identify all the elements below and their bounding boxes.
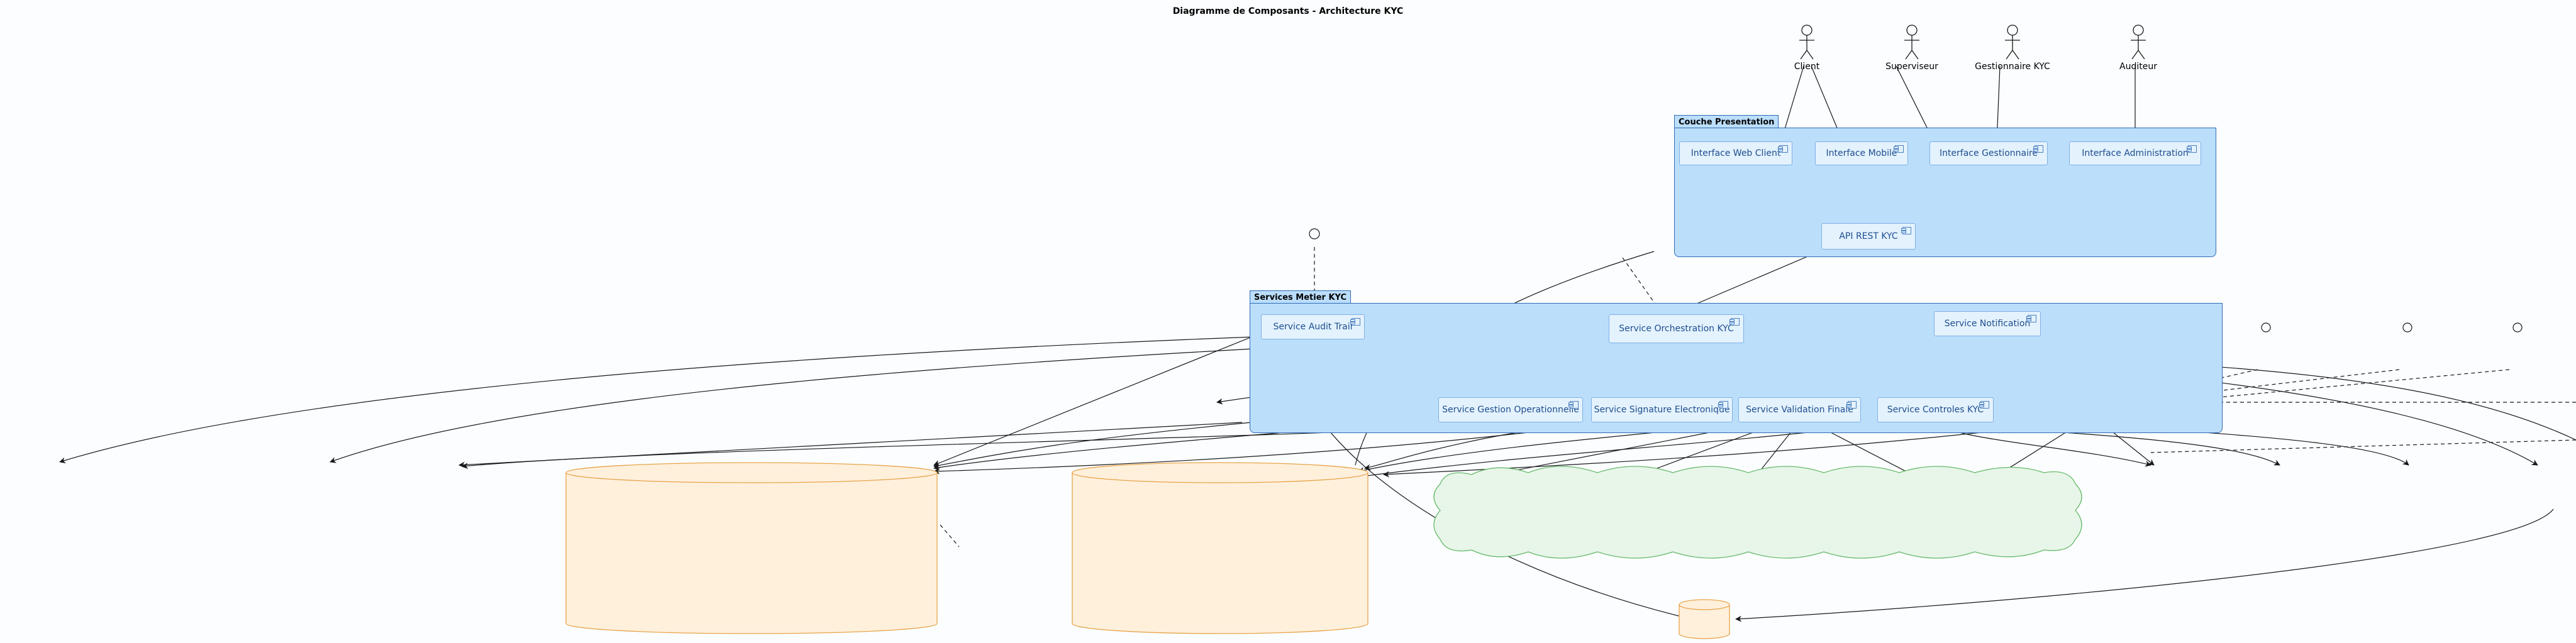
comp-api-rest-kyc[interactable]: API REST KYC [1821,223,1916,250]
actor-client-figure [1799,25,1814,60]
edge-traces [933,326,1277,466]
actor-superviseur-figure [1904,25,1919,60]
package-metier-title: Services Metier KYC [1250,290,1352,304]
edge-note-bdd [940,524,960,547]
comp-interface-administration[interactable]: Interface Administration [2069,141,2201,165]
iface-audit-circle [1309,228,1320,239]
comp-interface-gestionnaire[interactable]: Interface Gestionnaire [1929,141,2048,165]
comp-interface-mobile[interactable]: Interface Mobile [1815,141,1908,165]
cloud-externes [1433,466,2082,559]
db-kyc-top [565,462,938,483]
package-presentation-title: Couche Presentation [1674,115,1779,129]
actor-auditeur[interactable]: Auditeur [2119,62,2157,72]
db-ged-top [1072,462,1368,483]
edge-decisions [933,422,1611,475]
edge-signature-iface [2094,369,2400,408]
comp-service-gestion-operationnelle[interactable]: Service Gestion Operationnelle [1438,397,1583,422]
db-kyc-body [565,473,938,634]
edge-cache-etats [1735,508,2554,622]
actor-client[interactable]: Client [1794,62,1820,72]
edge-stockage [1383,422,2070,478]
cache-body [1679,605,1730,639]
iface-gestion-circle [2261,322,2271,332]
comp-service-audit-trail[interactable]: Service Audit Trail [1261,314,1365,339]
comp-service-validation-finale[interactable]: Service Validation Finale [1738,397,1861,422]
actor-auditeur-figure [2131,25,2146,60]
db-ged-body [1072,473,1368,634]
comp-service-signature-electronique[interactable]: Service Signature Electronique [1591,397,1733,422]
actor-superviseur[interactable]: Superviseur [1885,62,1938,72]
iface-signature-circle [2402,322,2412,332]
cache-top [1679,599,1730,610]
comp-interface-web-client[interactable]: Interface Web Client [1679,141,1792,165]
iface-validation-circle [2512,322,2523,332]
diagram-title: Diagramme de Composants - Architecture K… [1172,6,1404,16]
edge-dash-right-2 [2150,439,2576,453]
actor-gestionnaire-figure [2005,25,2020,60]
comp-service-controles-kyc[interactable]: Service Controles KYC [1877,397,1994,422]
comp-service-notification[interactable]: Service Notification [1934,311,2041,336]
edge-coordination [1679,249,1824,312]
edge-operations [933,422,1252,469]
comp-service-orchestration[interactable]: Service Orchestration KYC [1609,314,1744,343]
actor-gestionnaire[interactable]: Gestionnaire KYC [1975,62,2050,72]
